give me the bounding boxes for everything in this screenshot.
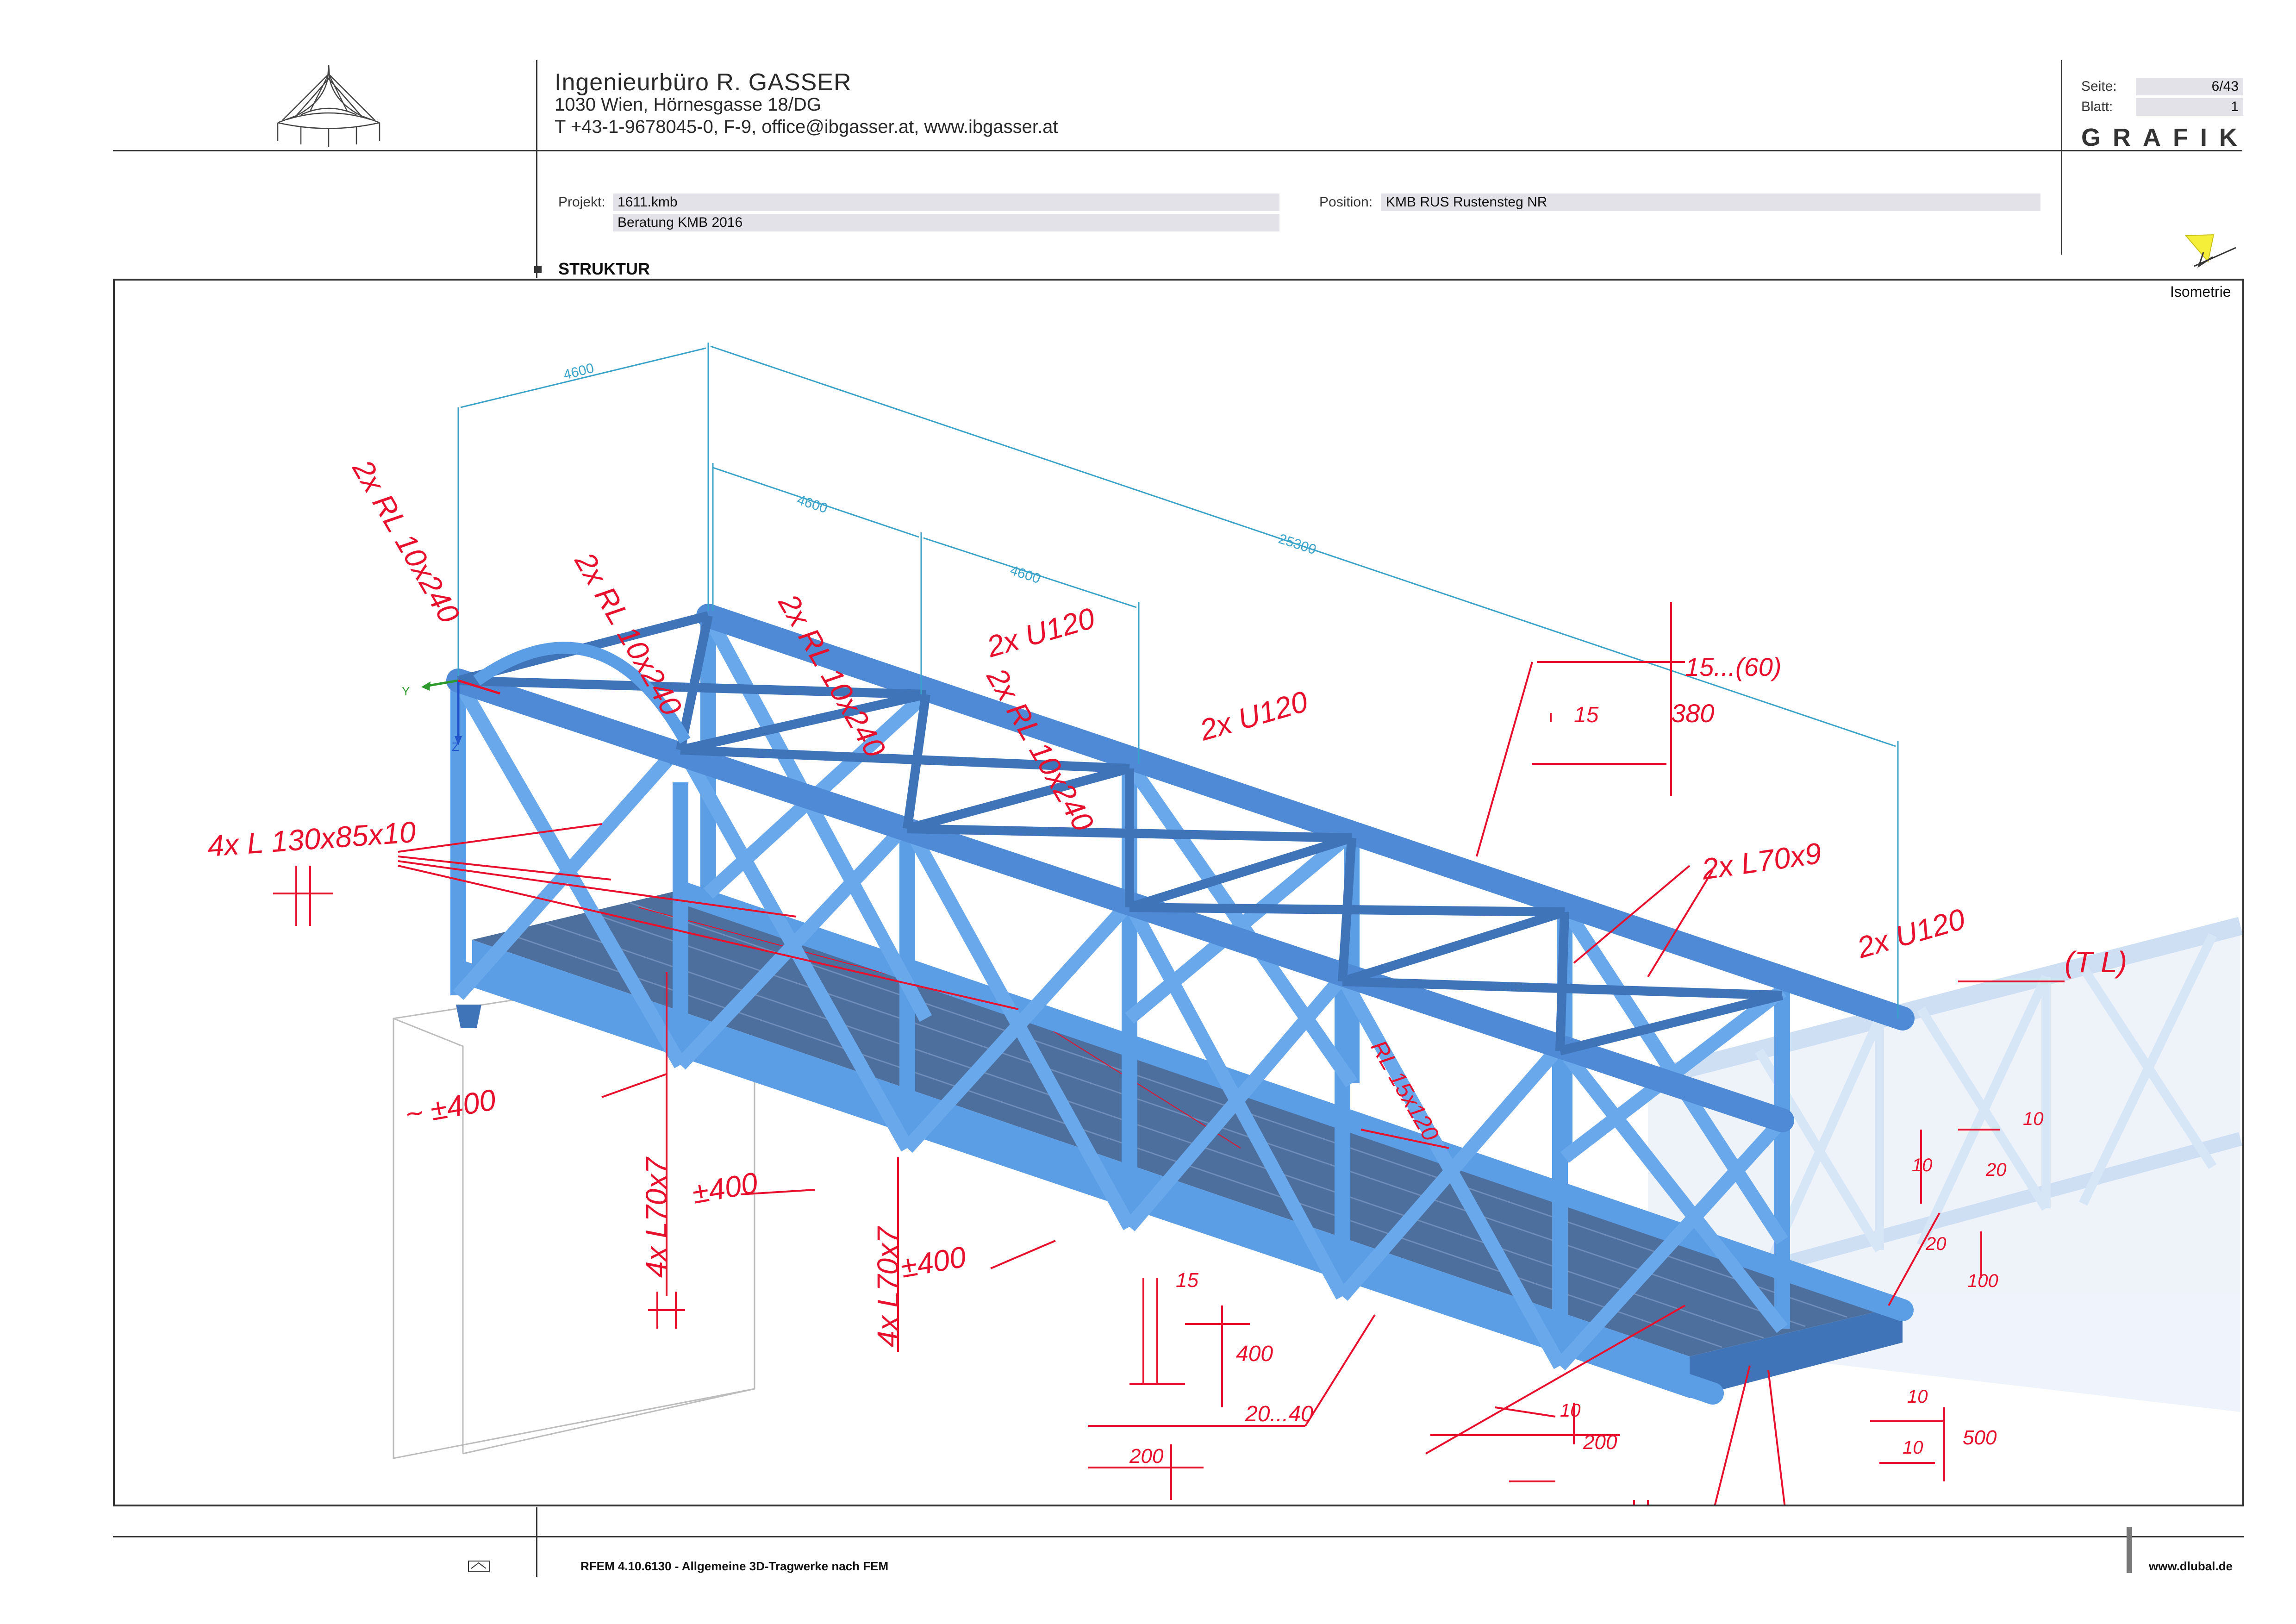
dimension-4600-right: 4600 [1008,562,1042,587]
markup-15-detail: 15 [1176,1269,1198,1292]
markup-10-e: 10 [1912,1155,1933,1175]
footer-software-icon [468,1559,491,1573]
markup-500: 500 [1963,1426,1997,1449]
dimension-4600-middle: 4600 [795,492,830,516]
markup-10-a: 10 [1560,1400,1581,1421]
markup-rl-10x240-2: 2x RL 10x240 [568,546,688,721]
sticky-note-marker [2184,234,2240,275]
dimension-4600-top: 4600 [562,361,596,383]
footer-website: www.dlubal.de [2149,1559,2233,1573]
structure-drawing: Y Z 4600 4600 4600 25300 [115,281,2242,1505]
footer-divider-top [113,1536,2244,1537]
markup-15-top: 15 [1574,703,1599,727]
position-label: Position: [1319,194,1373,210]
markup-10-c: 10 [1903,1437,1923,1458]
header-divider [113,150,2242,151]
markup-2xl-70x9: 2x L70x9 [1699,836,1823,886]
firm-contact: T +43-1-9678045-0, F-9, office@ibgasser.… [555,117,1058,137]
header-left-divider [536,60,537,278]
axis-triad: Y Z [402,679,500,754]
view-label: Isometrie [2170,283,2231,300]
drawing-frame [113,279,2244,1506]
projekt-description: Beratung KMB 2016 [613,214,1279,231]
markup-100: 100 [1967,1271,1998,1291]
markup-400-mid: ±400 [690,1166,761,1210]
tent-structure-icon [277,64,381,147]
blatt-label: Blatt: [2081,99,2113,114]
markup-u120-1: 2x U120 [983,601,1098,663]
seite-value: 6/43 [2136,78,2243,95]
markup-200-a: 200 [1583,1431,1617,1454]
markup-20-40: 20...40 [1245,1402,1313,1426]
section-bullet [534,266,542,273]
dimension-values: 4600 4600 4600 25300 [562,361,1318,587]
markup-lines [273,602,2065,1505]
company-logo [268,60,389,148]
axis-label-y: Y [402,684,410,698]
markup-4xl-70x7-2: 4x L70x7 [871,1226,905,1347]
markup-400-detail: 400 [1236,1342,1273,1366]
axis-label-z: Z [452,740,459,754]
section-title: STRUKTUR [558,259,650,278]
footer-left-divider [536,1507,537,1577]
footer-marker-bar [2127,1527,2132,1573]
markup-4xl-130x85x10: 4x L 130x85x10 [206,815,417,863]
markup-20-a: 20 [1985,1160,2007,1180]
truss-diagonals [452,612,1788,1371]
support-bearing [456,1005,481,1028]
markup-10-b: 10 [1907,1387,1928,1407]
header-right-divider [2061,60,2062,255]
section-title-grafik: GRAFIK [2081,124,2249,151]
dimension-25300: 25300 [1277,531,1318,557]
bridge-isometric-view: Y Z 4600 4600 4600 25300 [206,343,2242,1505]
firm-address: 1030 Wien, Hörnesgasse 18/DG [555,94,821,115]
markup-4xl-70x7-1: 4x L70x7 [640,1156,673,1278]
top-bracing [457,611,1784,1056]
markup-200-detail: 200 [1129,1445,1164,1468]
portal-arch [473,642,691,744]
markup-15-60: 15...(60) [1685,652,1782,681]
blatt-value: 1 [2136,98,2243,116]
footer-software: RFEM 4.10.6130 - Allgemeine 3D-Tragwerke… [580,1559,889,1573]
dimension-lines [457,343,1899,1018]
projekt-label: Projekt: [558,194,605,210]
markup-380: 380 [1671,699,1714,728]
markup-10-d: 10 [2023,1109,2044,1129]
markup-u120-2: 2x U120 [1196,684,1311,747]
markup-tl: (T L) [2065,945,2127,979]
markup-400-left: ~ ±400 [403,1083,499,1131]
markup-rl-10x240-1: 2x RL 10x240 [346,454,466,629]
seite-label: Seite: [2081,79,2117,94]
markup-20-b: 20 [1925,1234,1947,1254]
markup-u120-3: 2x U120 [1853,902,1969,964]
firm-name: Ingenieurbüro R. GASSER [555,69,852,96]
projekt-value: 1611.kmb [613,194,1279,211]
position-value: KMB RUS Rustensteg NR [1381,194,2040,211]
markup-400-right: ±400 [898,1240,969,1284]
